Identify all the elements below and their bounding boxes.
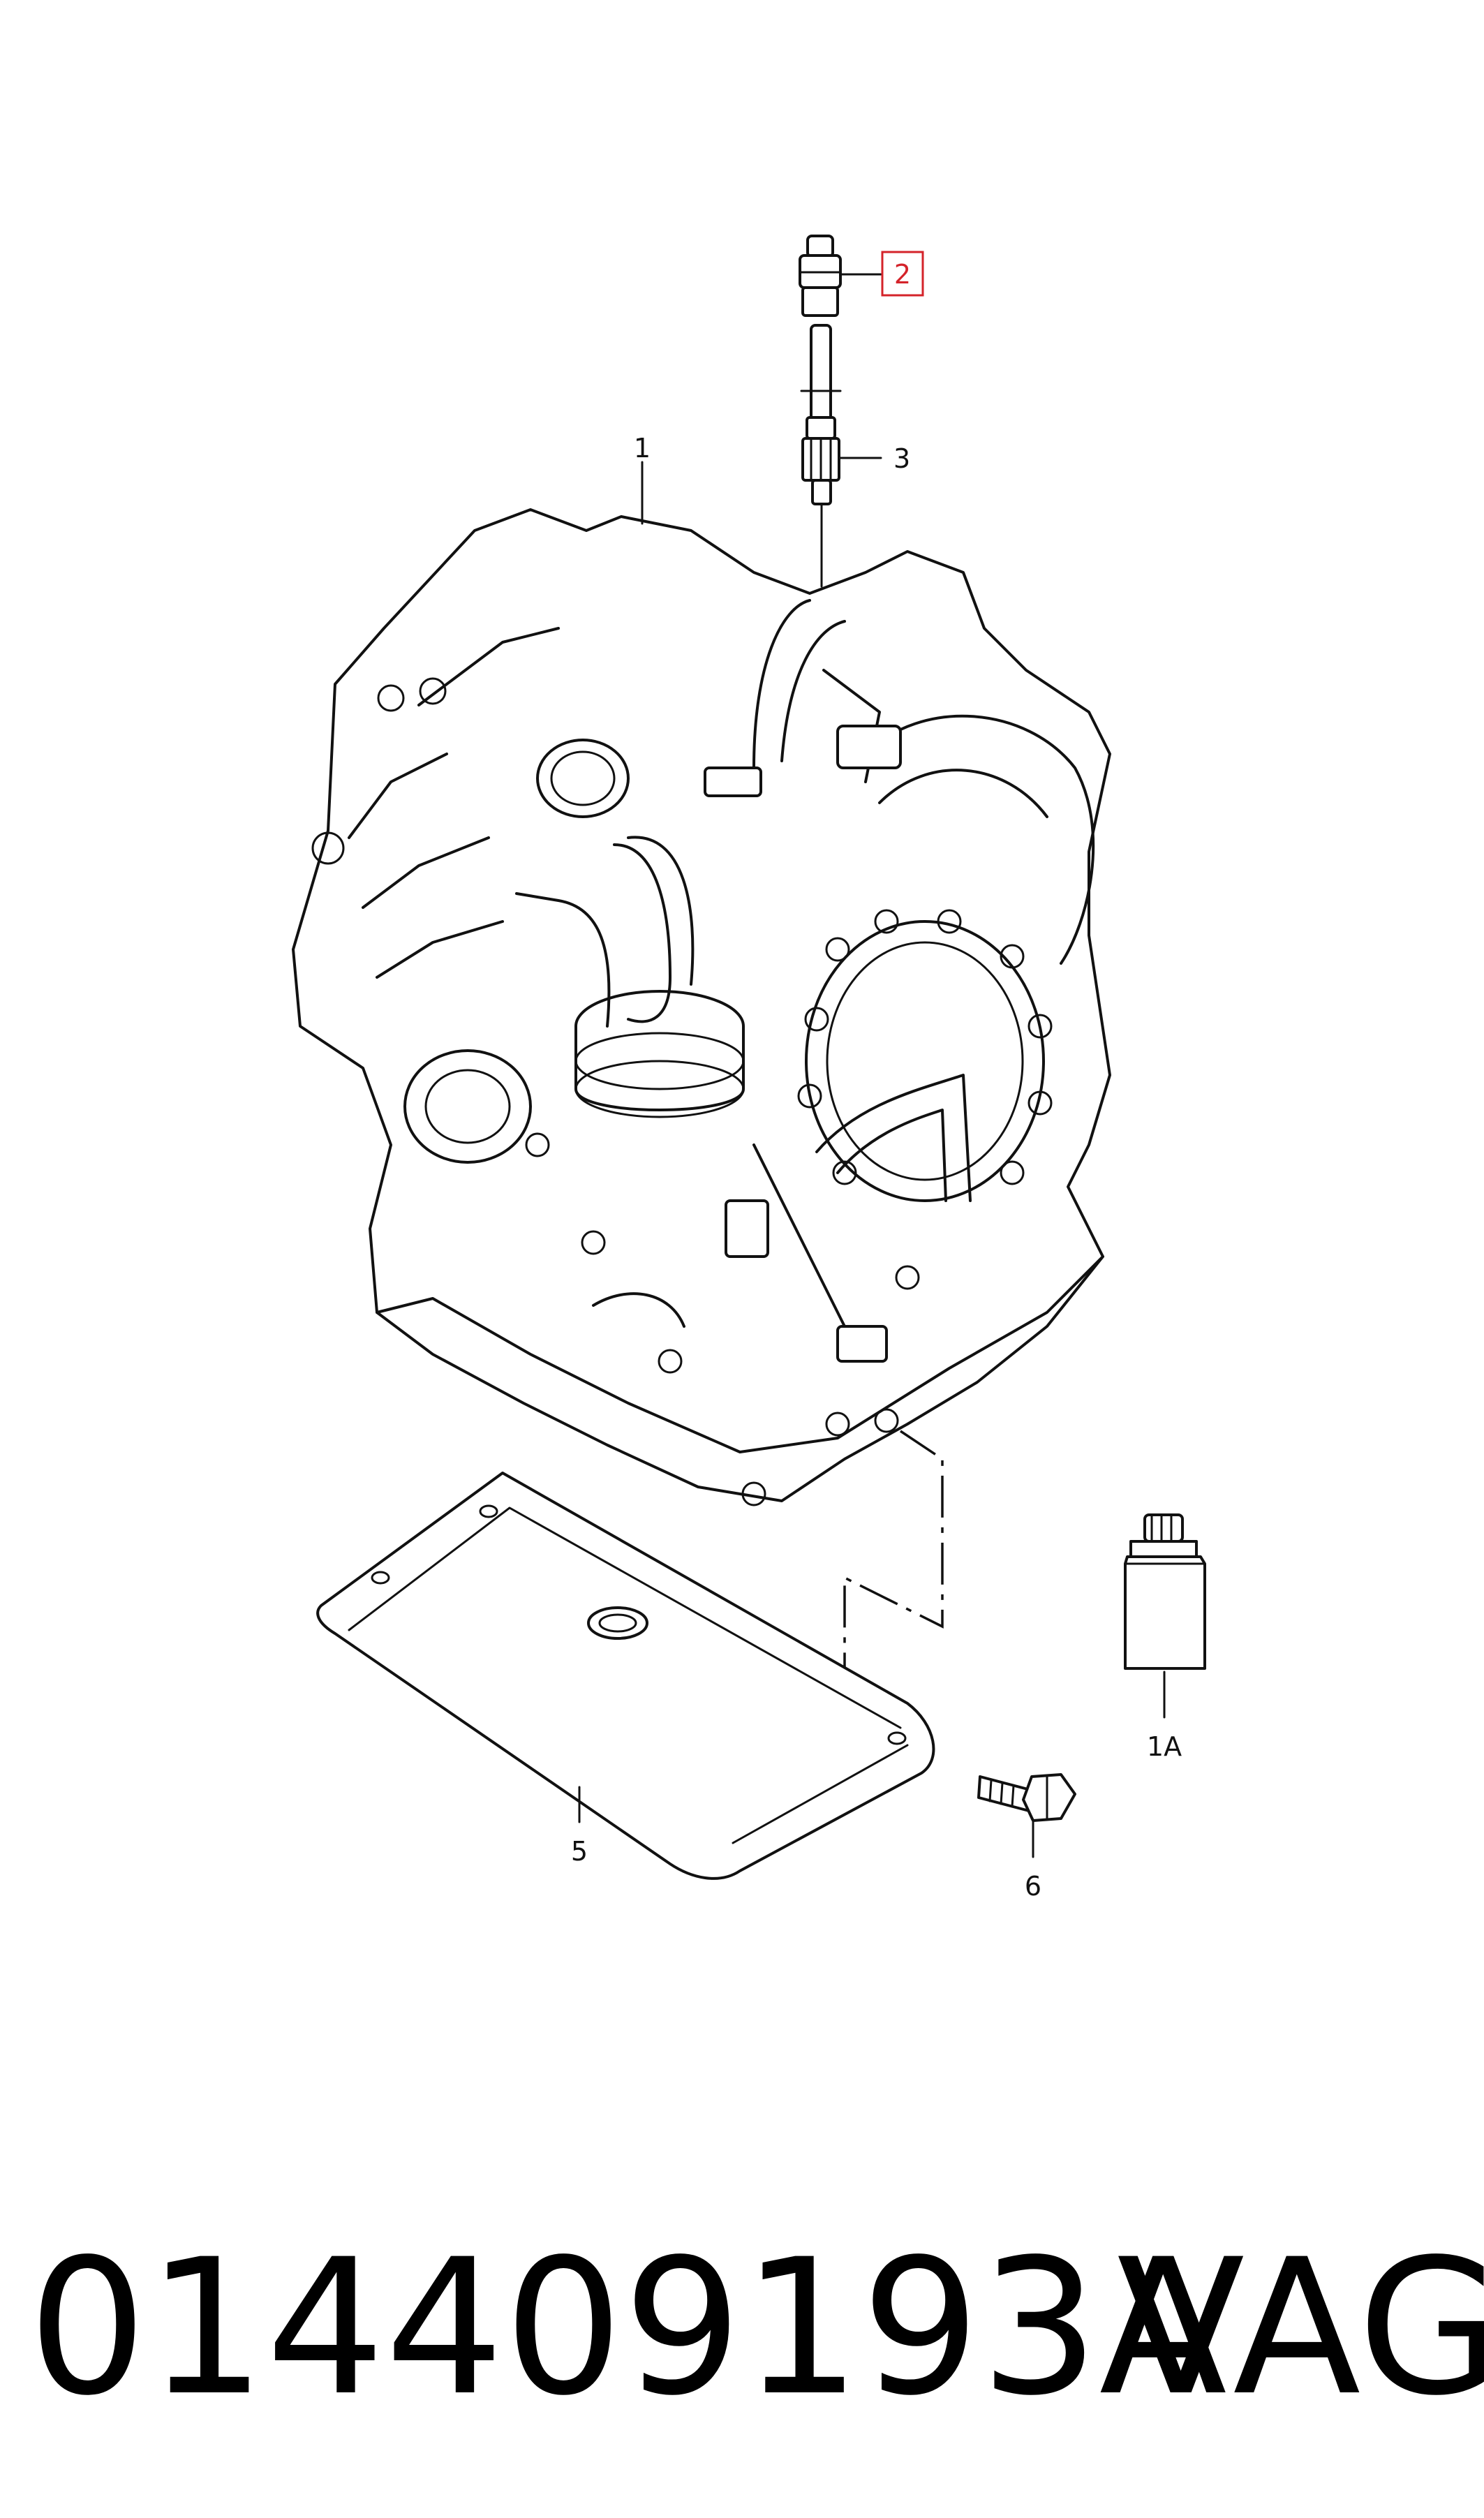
callout-3-label: 3 [893, 443, 910, 474]
callout-6[interactable]: 6 [1025, 1821, 1041, 1902]
callout-1a-label: 1A [1147, 1731, 1182, 1762]
brand-name: VAG [1117, 2219, 1484, 2437]
transmission-housing-part [292, 508, 1111, 1506]
alignment-dash-line [843, 1430, 944, 1703]
callout-5[interactable]: 5 [571, 1786, 588, 1867]
speedometer-drive-shaft-part [800, 324, 842, 505]
atf-fluid-bottle-part [1124, 1513, 1206, 1670]
callout-2-label: 2 [894, 259, 911, 290]
bolt-part [977, 1773, 1076, 1822]
speedometer-sender-part [799, 235, 842, 317]
part-number: 014409193A [28, 2219, 1227, 2437]
callout-1[interactable]: 1 [634, 433, 651, 525]
callout-6-label: 6 [1025, 1871, 1041, 1902]
callout-1-label: 1 [634, 433, 651, 464]
callout-2[interactable]: 2 [839, 251, 924, 297]
callout-3[interactable]: 3 [838, 443, 910, 474]
callout-1a[interactable]: 1A [1147, 1671, 1182, 1762]
cover-plate-part [316, 1472, 935, 1880]
callout-5-label: 5 [571, 1836, 588, 1867]
